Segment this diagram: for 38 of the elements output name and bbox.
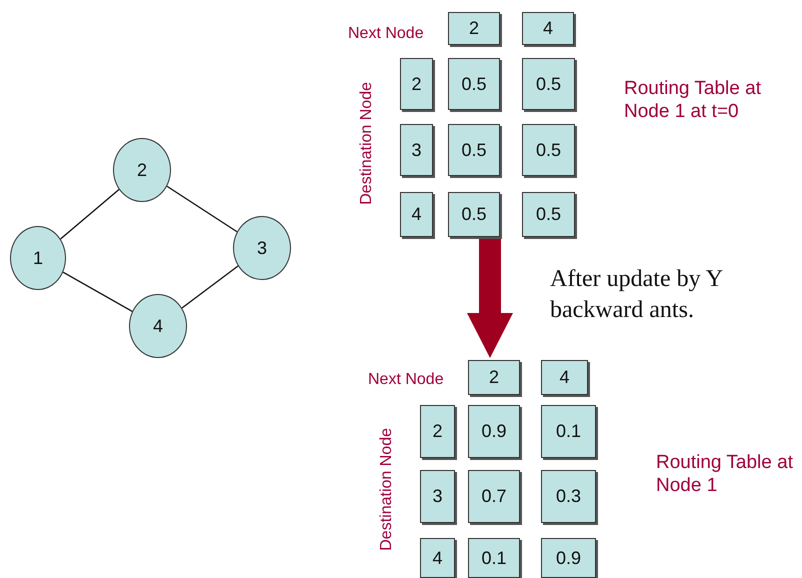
destination-header: 2 (420, 405, 455, 458)
row-heading: Destination Node (357, 82, 376, 205)
link-line (182, 265, 238, 309)
probability-value: 0.5 (448, 192, 500, 237)
link-line (60, 188, 120, 240)
network-node: 1 (10, 226, 66, 290)
probability-value: 0.7 (468, 470, 520, 523)
probability-value: 0.1 (468, 538, 520, 578)
next-node-header: 2 (448, 12, 500, 45)
probability-value: 0.5 (448, 58, 500, 110)
probability-value: 0.5 (522, 58, 575, 110)
table-caption: Routing Table at Node 1 at t=0 (624, 78, 762, 124)
block-arrow (467, 239, 513, 358)
probability-value: 0.3 (541, 470, 596, 523)
probability-value: 0.5 (522, 124, 575, 176)
link-line (62, 272, 133, 312)
next-node-header: 2 (468, 360, 520, 395)
link-line (166, 186, 238, 232)
probability-value: 0.5 (522, 192, 575, 237)
row-heading: Destination Node (377, 428, 396, 551)
destination-header: 3 (400, 124, 433, 176)
probability-value: 0.5 (448, 124, 500, 176)
probability-value: 0.1 (541, 405, 596, 458)
probability-value: 0.9 (468, 405, 520, 458)
column-heading: Next Node (368, 370, 444, 390)
next-node-header: 4 (522, 12, 574, 45)
table-caption: Routing Table at Node 1 (656, 452, 794, 498)
destination-header: 4 (400, 192, 433, 237)
network-node: 2 (113, 138, 171, 202)
destination-header: 3 (420, 470, 455, 523)
next-node-header: 4 (541, 360, 588, 395)
column-heading: Next Node (348, 24, 424, 44)
update-note: After update by Y backward ants. (550, 265, 724, 326)
network-node: 4 (129, 294, 187, 358)
destination-header: 4 (420, 538, 455, 578)
probability-value: 0.9 (541, 538, 596, 578)
destination-header: 2 (400, 58, 433, 110)
network-node: 3 (233, 216, 291, 280)
